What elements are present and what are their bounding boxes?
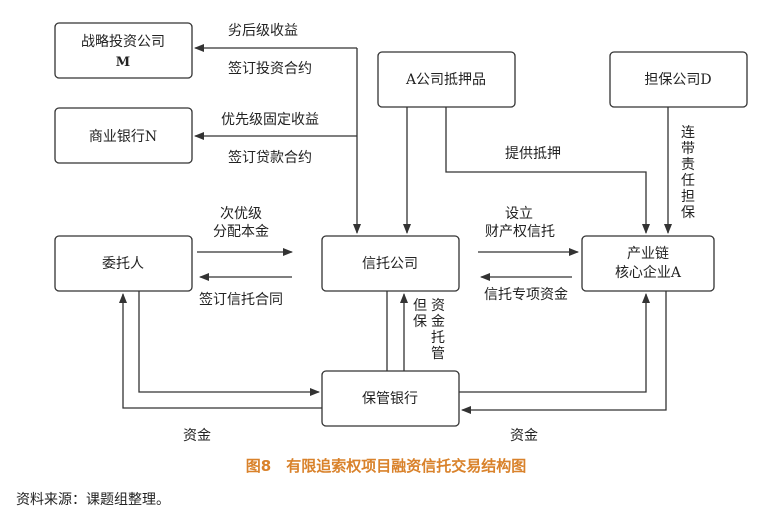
svg-text:但: 但 bbox=[413, 298, 427, 314]
svg-text:保: 保 bbox=[681, 205, 695, 221]
label-joint-guarantee: 连 带 责 任 担 保 bbox=[681, 125, 695, 221]
svg-text:保: 保 bbox=[413, 314, 427, 330]
core-enterprise-line1: 产业链 bbox=[627, 246, 669, 262]
edge-enterprise-to-custodian bbox=[461, 291, 667, 414]
node-guarantor: 担保公司D bbox=[609, 51, 748, 108]
label-guarantee: 但 保 bbox=[413, 298, 427, 330]
label-sign-trust-contract: 签订信托合同 bbox=[199, 291, 283, 308]
trust-company-label: 信托公司 bbox=[362, 256, 418, 272]
node-entrustor: 委托人 bbox=[54, 235, 193, 292]
node-core-enterprise: 产业链 核心企业A bbox=[581, 235, 715, 292]
edge-mortgage-to-enterprise bbox=[445, 107, 650, 234]
strategic-investor-line1: 战略投资公司 bbox=[81, 34, 165, 50]
svg-text:担: 担 bbox=[681, 189, 695, 205]
svg-text:分配本金: 分配本金 bbox=[213, 224, 269, 240]
custodian-bank-label: 保管银行 bbox=[362, 391, 418, 407]
node-trust-company: 信托公司 bbox=[321, 235, 460, 292]
svg-text:连: 连 bbox=[681, 125, 695, 141]
svg-text:任: 任 bbox=[681, 173, 695, 189]
source-note: 资料来源：课题组整理。 bbox=[16, 492, 170, 508]
label-trust-special-funds: 信托专项资金 bbox=[484, 287, 568, 303]
label-secondary-distribution: 次优级 分配本金 bbox=[213, 206, 269, 240]
svg-text:设立: 设立 bbox=[505, 206, 533, 222]
svg-text:责: 责 bbox=[681, 157, 695, 173]
svg-text:带: 带 bbox=[681, 141, 695, 157]
node-mortgage-goods: A公司抵押品 bbox=[377, 51, 516, 108]
strategic-investor-line2: M bbox=[116, 55, 130, 70]
figure-caption: 图8 有限追索权项目融资信托交易结构图 bbox=[246, 457, 526, 475]
entrustor-label: 委托人 bbox=[102, 256, 144, 272]
guarantor-label: 担保公司D bbox=[644, 72, 711, 88]
label-funds-left: 资金 bbox=[183, 428, 211, 444]
node-commercial-bank: 商业银行N bbox=[54, 107, 193, 164]
edge-custodian-to-enterprise bbox=[459, 293, 650, 393]
svg-text:财产权信托: 财产权信托 bbox=[485, 224, 555, 240]
label-sign-investment: 签订投资合约 bbox=[228, 60, 312, 77]
svg-text:托: 托 bbox=[431, 330, 445, 346]
mortgage-goods-label: A公司抵押品 bbox=[405, 72, 486, 88]
node-strategic-investor: 战略投资公司 M bbox=[54, 22, 193, 79]
label-sign-loan: 签订贷款合约 bbox=[228, 149, 312, 166]
label-provide-mortgage: 提供抵押 bbox=[505, 146, 561, 162]
label-fund-custody: 资 金 托 管 bbox=[431, 298, 445, 362]
edge-entrustor-to-custodian bbox=[138, 291, 320, 396]
label-priority-income: 优先级固定收益 bbox=[221, 112, 319, 128]
edge-custodian-to-entrustor bbox=[119, 293, 322, 409]
core-enterprise-line2: 核心企业A bbox=[615, 264, 682, 281]
label-establish-trust: 设立 财产权信托 bbox=[485, 206, 555, 240]
svg-text:次优级: 次优级 bbox=[220, 206, 262, 222]
label-funds-right: 资金 bbox=[510, 428, 538, 444]
svg-text:资: 资 bbox=[431, 298, 445, 314]
node-custodian-bank: 保管银行 bbox=[321, 370, 460, 427]
svg-text:金: 金 bbox=[431, 314, 445, 330]
svg-text:管: 管 bbox=[431, 346, 445, 362]
commercial-bank-label: 商业银行N bbox=[89, 129, 157, 145]
label-subordinated-income: 劣后级收益 bbox=[228, 23, 298, 39]
